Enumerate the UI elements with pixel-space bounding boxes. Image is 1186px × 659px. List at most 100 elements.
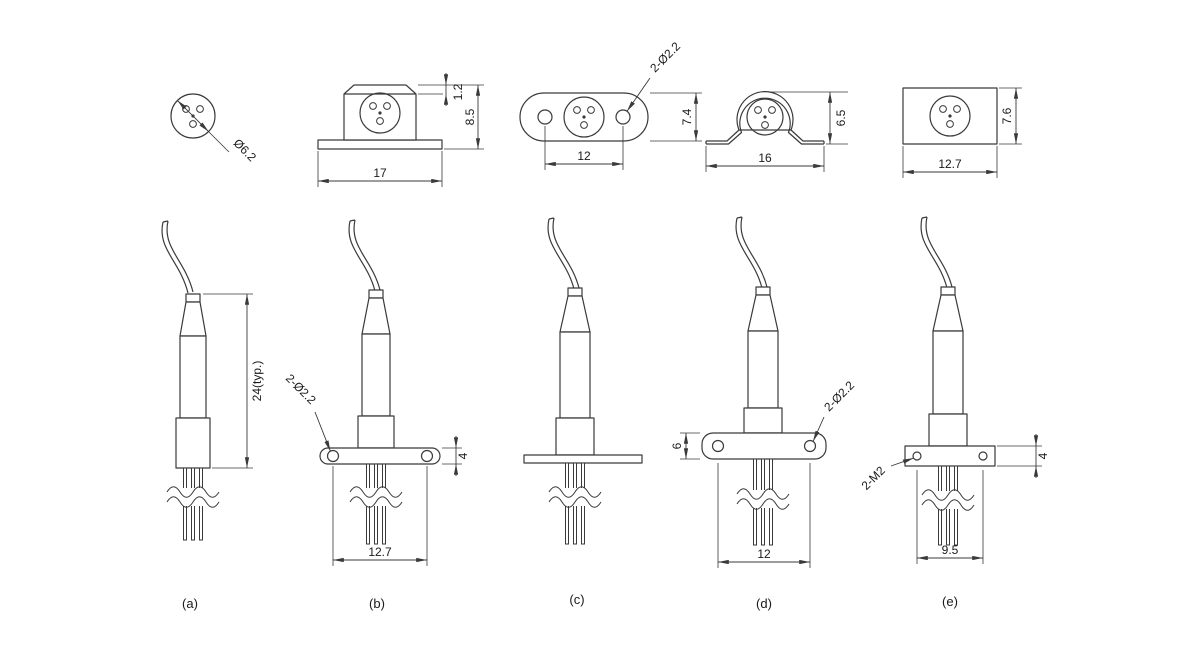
fiber-pigtail xyxy=(161,221,189,294)
mounting-hole xyxy=(326,449,340,463)
dimension-label: 16 xyxy=(758,151,772,165)
dimension-label: 9.5 xyxy=(942,543,959,557)
variant-caption: (c) xyxy=(569,592,584,607)
fiber-pigtail xyxy=(925,216,953,288)
dimension-label: Ø6.2 xyxy=(231,136,260,165)
dimension-label: 7.4 xyxy=(680,108,694,125)
mounting-hole xyxy=(615,109,631,125)
fiber-pigtail xyxy=(920,217,948,289)
package-base xyxy=(357,415,395,449)
variant-e-top-view: 7.6 12.7 xyxy=(902,87,1022,178)
break-symbol xyxy=(921,489,975,511)
variant-a-side-view: 24(typ.) xyxy=(161,220,264,541)
variant-b-side-view: 2-Ø2.2 4 12.7 xyxy=(283,219,470,566)
leader-line xyxy=(890,457,914,467)
header-circle xyxy=(563,96,605,138)
package-body xyxy=(747,330,779,409)
dimension-label: 12.7 xyxy=(938,157,962,171)
fiber-end xyxy=(349,219,356,222)
strain-relief-taper xyxy=(179,301,207,337)
fiber-pigtail xyxy=(353,219,381,291)
mounting-flange xyxy=(319,447,441,465)
dimension-label: 4 xyxy=(456,452,470,459)
fiber-boot xyxy=(755,286,771,296)
mounting-hole xyxy=(537,109,553,125)
fiber-pigtail xyxy=(552,217,580,289)
bracket-outer-outline xyxy=(706,91,824,142)
package-body xyxy=(932,330,964,415)
fiber-end xyxy=(736,216,743,219)
strain-relief-taper xyxy=(361,297,391,335)
mounting-flange xyxy=(701,432,827,460)
break-symbol xyxy=(548,486,602,508)
variant-a-top-view: Ø6.2 xyxy=(170,93,260,165)
package-body xyxy=(361,333,391,417)
dimension-label: 17 xyxy=(373,166,387,180)
mounting-hole xyxy=(711,439,725,453)
dimension-label: 4 xyxy=(1036,452,1050,459)
variant-caption: (b) xyxy=(369,596,385,611)
dimension-label: 8.5 xyxy=(463,108,477,125)
variant-caption: (e) xyxy=(942,594,958,609)
mounting-hole xyxy=(420,449,434,463)
fiber-boot xyxy=(185,293,201,303)
screw-hole xyxy=(912,451,922,461)
strain-relief-taper xyxy=(747,294,779,332)
variant-d-side-view: 6 2-Ø2.2 12 xyxy=(670,216,857,568)
variant-caption: (d) xyxy=(756,596,772,611)
fiber-end xyxy=(162,220,169,223)
package-base xyxy=(743,407,783,434)
break-symbol xyxy=(736,488,790,510)
leader-line xyxy=(314,411,331,452)
leader-line xyxy=(626,77,651,112)
strain-relief-taper xyxy=(559,295,591,333)
mounting-hole xyxy=(803,439,817,453)
break-symbol xyxy=(349,486,403,508)
header-pins xyxy=(754,106,776,129)
base-plate xyxy=(317,139,443,150)
variant-a: Ø6.2 24(typ.) (a) xyxy=(161,93,264,611)
header-circle xyxy=(359,92,401,134)
variant-e-side-view: 2-M2 4 9.5 xyxy=(859,216,1050,564)
dimension-label: 12 xyxy=(577,149,591,163)
variant-e: 7.6 12.7 2-M2 xyxy=(859,87,1050,609)
dimension-label: 6 xyxy=(670,442,684,449)
dimension-label: 12 xyxy=(757,547,771,561)
package-body xyxy=(179,335,207,419)
fiber-boot xyxy=(368,289,384,299)
variant-c-side-view xyxy=(523,217,643,545)
header-circle xyxy=(746,98,784,136)
variant-d-top-view: 6.5 16 xyxy=(705,91,848,172)
leader-line xyxy=(208,131,230,153)
bracket-inner-outline xyxy=(706,97,824,145)
screw-hole xyxy=(978,451,988,461)
package-base xyxy=(928,413,968,447)
dimension-label: 12.7 xyxy=(368,545,392,559)
fiber-boot xyxy=(567,287,583,297)
fiber-boot xyxy=(940,286,956,296)
variant-b: 1.2 8.5 17 2-Ø2.2 xyxy=(283,73,484,611)
package-base xyxy=(175,417,211,469)
screw-callout-label: 2-M2 xyxy=(859,463,888,492)
variant-c: 2-Ø2.2 7.4 12 (c) xyxy=(519,39,702,607)
package-body xyxy=(559,331,591,419)
variant-b-top-view: 1.2 8.5 17 xyxy=(317,73,484,187)
dimension-label: 7.6 xyxy=(1000,107,1014,124)
header-circle xyxy=(929,95,971,137)
variant-caption: (a) xyxy=(182,596,198,611)
package-base xyxy=(555,417,595,456)
dimension-label: 24(typ.) xyxy=(250,361,264,402)
fiber-pigtail xyxy=(735,217,763,289)
strain-relief-taper xyxy=(932,294,964,332)
fiber-pigtail xyxy=(166,220,194,293)
hole-callout-label: 2-Ø2.2 xyxy=(283,371,319,407)
diameter-dimension-line xyxy=(177,100,209,132)
hole-callout-label: 2-Ø2.2 xyxy=(821,378,857,414)
hole-callout-label: 2-Ø2.2 xyxy=(647,39,683,75)
fiber-pigtail xyxy=(547,218,575,290)
dimension-label: 6.5 xyxy=(834,109,848,126)
package-outline xyxy=(170,93,216,139)
fiber-pigtail xyxy=(348,220,376,292)
